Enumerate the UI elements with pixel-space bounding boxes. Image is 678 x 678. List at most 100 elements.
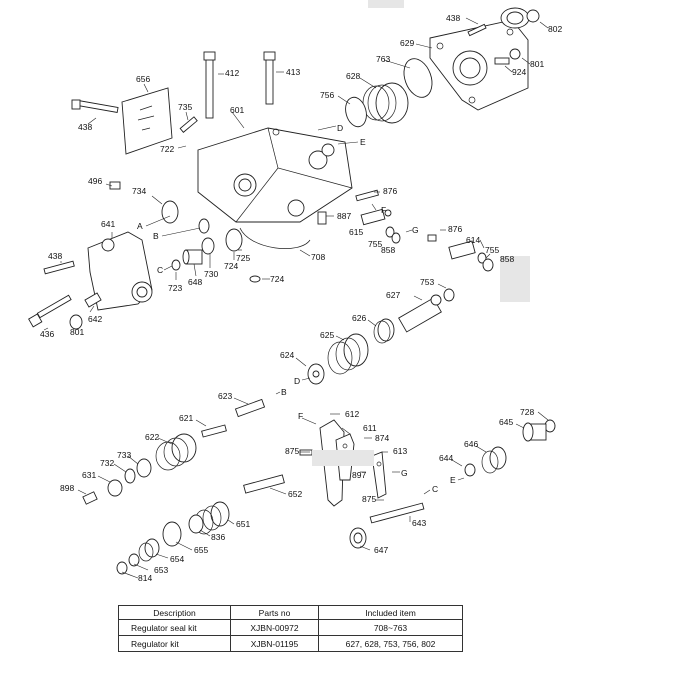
label-724: 724 bbox=[224, 261, 238, 271]
label-875: 875 bbox=[285, 446, 299, 456]
label-801: 801 bbox=[70, 327, 84, 337]
shaft-643 bbox=[369, 502, 425, 524]
sleeve-614 bbox=[427, 234, 494, 272]
rings-653-814 bbox=[116, 553, 140, 575]
seal-ring-802 bbox=[500, 7, 540, 29]
label-436: 436 bbox=[40, 329, 54, 339]
bolt-438-lower bbox=[43, 260, 75, 275]
label-753: 753 bbox=[420, 277, 434, 287]
plug-801-top bbox=[494, 48, 521, 65]
label-858: 858 bbox=[500, 254, 514, 264]
label-858: 858 bbox=[381, 245, 395, 255]
header-parts-no: Parts no bbox=[230, 605, 319, 620]
label-611: 611 bbox=[363, 423, 377, 433]
label-622: 622 bbox=[145, 432, 159, 442]
label-621: 621 bbox=[179, 413, 193, 423]
label-438: 438 bbox=[78, 122, 92, 132]
header-description: Description bbox=[118, 605, 231, 620]
label-887: 887 bbox=[337, 211, 351, 221]
lever-613 bbox=[371, 451, 387, 499]
label-d: D bbox=[337, 123, 343, 133]
pin-875 bbox=[299, 449, 313, 456]
label-627: 627 bbox=[386, 290, 400, 300]
part-labels: 438 802 629 801 924 763 628 756 656 412 … bbox=[40, 13, 562, 583]
plate-656 bbox=[121, 87, 173, 155]
label-723: 723 bbox=[168, 283, 182, 293]
label-b: B bbox=[153, 231, 159, 241]
label-735: 735 bbox=[178, 102, 192, 112]
spool-627 bbox=[398, 288, 455, 333]
label-814: 814 bbox=[138, 573, 152, 583]
label-438: 438 bbox=[48, 251, 62, 261]
label-496: 496 bbox=[88, 176, 102, 186]
label-724: 724 bbox=[270, 274, 284, 284]
label-898: 898 bbox=[60, 483, 74, 493]
spring-625 bbox=[327, 333, 369, 375]
plug-645 bbox=[522, 422, 547, 442]
label-730: 730 bbox=[204, 269, 218, 279]
label-625: 625 bbox=[320, 330, 334, 340]
rings-733-732 bbox=[124, 458, 152, 484]
label-876: 876 bbox=[448, 224, 462, 234]
label-725: 725 bbox=[236, 253, 250, 263]
small-rings bbox=[171, 218, 261, 283]
label-629: 629 bbox=[400, 38, 414, 48]
label-g: G bbox=[412, 225, 419, 235]
small-rings-755-858 bbox=[385, 226, 401, 244]
pin-887 bbox=[317, 211, 327, 225]
screw-642 bbox=[84, 292, 102, 308]
ring-647 bbox=[349, 527, 367, 549]
label-656: 656 bbox=[136, 74, 150, 84]
label-615: 615 bbox=[349, 227, 363, 237]
screw-898 bbox=[82, 491, 98, 505]
label-801: 801 bbox=[530, 59, 544, 69]
bolts-412-413 bbox=[203, 51, 276, 119]
seat-624 bbox=[307, 363, 325, 385]
label-652: 652 bbox=[288, 489, 302, 499]
label-643: 643 bbox=[412, 518, 426, 528]
label-413: 413 bbox=[286, 67, 300, 77]
label-645: 645 bbox=[499, 417, 513, 427]
label-438: 438 bbox=[446, 13, 460, 23]
ring-836 bbox=[188, 514, 204, 534]
kit-table: Description Parts no Included item Regul… bbox=[118, 605, 463, 652]
leader-lines bbox=[43, 17, 549, 579]
label-802: 802 bbox=[548, 24, 562, 34]
label-624: 624 bbox=[280, 350, 294, 360]
label-755: 755 bbox=[485, 245, 499, 255]
label-648: 648 bbox=[188, 277, 202, 287]
row-included-item: 627, 628, 753, 756, 802 bbox=[318, 635, 463, 652]
cover-641 bbox=[87, 231, 153, 311]
label-b: B bbox=[281, 387, 287, 397]
spool-628 bbox=[362, 82, 409, 124]
label-646: 646 bbox=[464, 439, 478, 449]
label-755: 755 bbox=[368, 239, 382, 249]
label-d: D bbox=[294, 376, 300, 386]
valve-body-601 bbox=[197, 127, 353, 223]
table-row: Regulator seal kit XJBN-00972 708~763 bbox=[118, 619, 463, 636]
pin-735 bbox=[179, 116, 198, 133]
label-654: 654 bbox=[170, 554, 184, 564]
spring-651 bbox=[194, 501, 230, 535]
washer-644 bbox=[464, 463, 476, 477]
label-f: F bbox=[298, 411, 303, 421]
spring-626 bbox=[373, 318, 395, 344]
label-728: 728 bbox=[520, 407, 534, 417]
plug-631 bbox=[107, 479, 123, 497]
label-756: 756 bbox=[320, 90, 334, 100]
spring-622 bbox=[155, 433, 197, 471]
label-722: 722 bbox=[160, 144, 174, 154]
label-876: 876 bbox=[383, 186, 397, 196]
label-e: E bbox=[450, 475, 456, 485]
label-655: 655 bbox=[194, 545, 208, 555]
label-653: 653 bbox=[154, 565, 168, 575]
label-733: 733 bbox=[117, 450, 131, 460]
row-description: Regulator kit bbox=[118, 635, 231, 652]
label-732: 732 bbox=[100, 458, 114, 468]
row-parts-no: XJBN-01195 bbox=[230, 635, 319, 652]
label-651: 651 bbox=[236, 519, 250, 529]
sleeve-615 bbox=[360, 208, 392, 226]
oring-734 bbox=[161, 200, 179, 224]
blur-patch-right bbox=[500, 256, 530, 302]
